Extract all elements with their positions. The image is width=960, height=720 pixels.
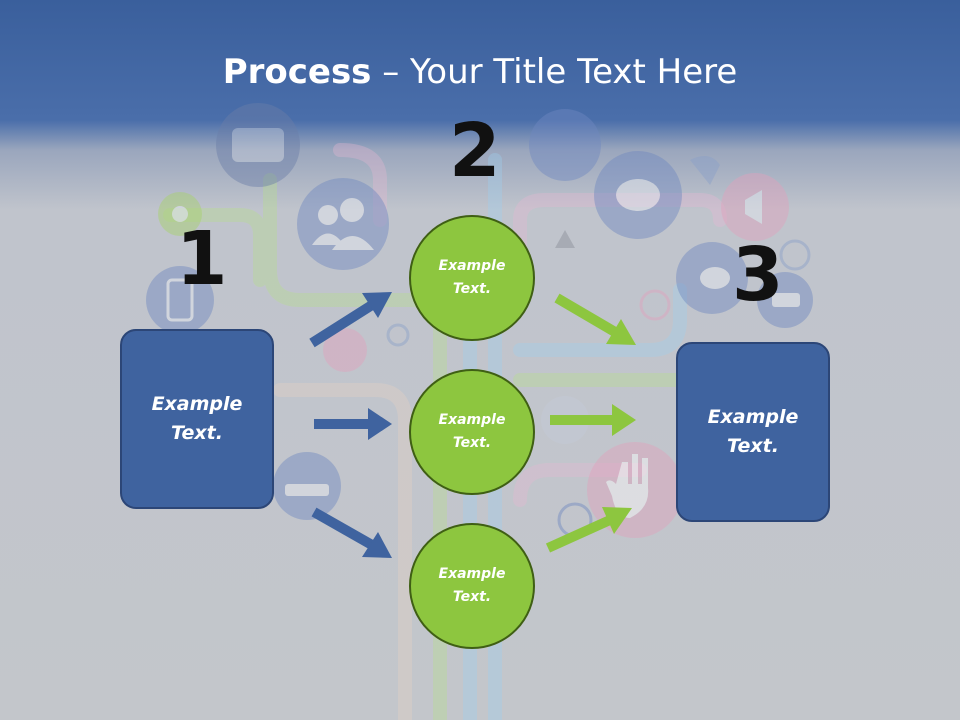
right-box-line1: Example (707, 406, 799, 428)
right-box-line2: Text. (727, 435, 779, 457)
left-box-line1: Example (151, 393, 243, 415)
title-bold: Process (222, 52, 372, 92)
step-number-3: 3 (732, 232, 784, 318)
title-rest: – Your Title Text Here (371, 52, 738, 92)
green-arrow-down (554, 293, 636, 345)
circle-2-line1: Example (438, 412, 506, 428)
green-arrow-up (545, 507, 632, 553)
wifi-router-icon (273, 452, 341, 520)
step-number-2: 2 (449, 108, 501, 194)
top-icon (529, 109, 601, 181)
slide-title: Process – Your Title Text Here (0, 52, 960, 92)
bird-icon (676, 242, 748, 314)
wave-hand-icon (690, 156, 720, 185)
green-arrow-right (550, 404, 636, 436)
left-box-line2: Text. (171, 422, 223, 444)
circle-2-line2: Text. (452, 435, 492, 451)
step-number-1: 1 (176, 216, 228, 302)
blue-arrow-right (314, 408, 392, 440)
megaphone-icon (721, 173, 789, 241)
circle-3-line2: Text. (452, 589, 492, 605)
mouse-icon (323, 328, 367, 372)
circle-3-line1: Example (438, 566, 506, 582)
circle-1-line2: Text. (452, 281, 492, 297)
usb-icon (757, 272, 813, 328)
phone-icon (146, 266, 214, 334)
webcam-icon (158, 192, 202, 236)
blue-arrow-down (311, 507, 392, 558)
magnifier-icon (639, 289, 671, 321)
chat-icon (594, 151, 682, 239)
circle-1-line1: Example (438, 258, 506, 274)
gear-icon (386, 323, 410, 347)
warning-icon (555, 230, 575, 248)
users-icon (297, 178, 389, 270)
blue-arrow-up (309, 292, 392, 348)
camera-icon (216, 103, 300, 187)
target-icon (779, 239, 811, 271)
